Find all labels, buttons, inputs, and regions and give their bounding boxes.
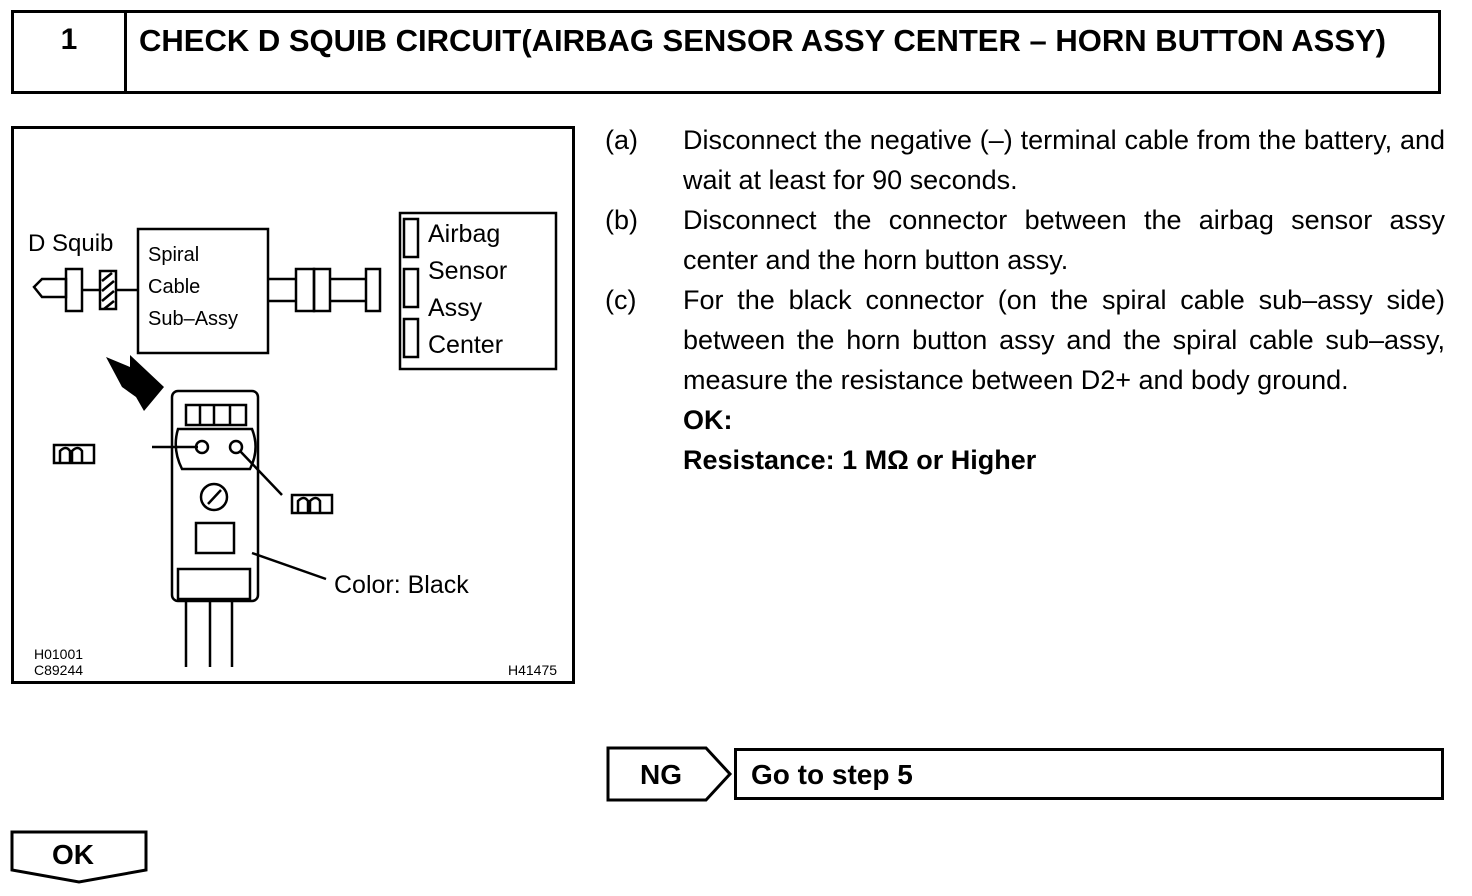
- view-arrow-icon: [106, 355, 164, 411]
- ok-arrow-shape: [10, 830, 148, 884]
- step-number: 1: [14, 13, 127, 91]
- ng-action[interactable]: Go to step 5: [734, 748, 1444, 800]
- step-b-label: (b): [605, 205, 638, 235]
- step-c: (c) For the black connector (on the spir…: [605, 280, 1445, 400]
- step-b-text: Disconnect the connector between the air…: [683, 205, 1445, 275]
- ng-label: NG: [640, 759, 682, 790]
- step-a-text: Disconnect the negative (–) terminal cab…: [683, 125, 1445, 195]
- ref-code-2: C89244: [34, 662, 83, 678]
- ref-code-1: H01001: [34, 646, 83, 662]
- step-title: CHECK D SQUIB CIRCUIT(AIRBAG SENSOR ASSY…: [139, 23, 1386, 58]
- squib-plug-shape: [32, 277, 68, 299]
- airbag-label-1: Airbag: [428, 220, 500, 248]
- airbag-center-box: [398, 211, 558, 371]
- spiral-cable-box: [136, 227, 270, 355]
- step-c-label: (c): [605, 285, 637, 315]
- squib-connector-shape: [64, 267, 84, 313]
- horn-connector-shape: [170, 389, 260, 603]
- spiral-label-3: Sub–Assy: [148, 308, 238, 330]
- step-b: (b) Disconnect the connector between the…: [605, 200, 1445, 280]
- airbag-label-4: Center: [428, 331, 503, 359]
- ng-arrow-shape: [606, 746, 733, 802]
- airbag-label-3: Assy: [428, 294, 483, 322]
- wiring-figure: D Squib Spiral Cable Sub–Assy Airbag Sen…: [11, 126, 575, 684]
- step-a-label: (a): [605, 125, 638, 155]
- spec-resistance: Resistance: 1 MΩ or Higher: [683, 445, 1037, 475]
- tester-probe-right: [290, 493, 334, 515]
- ng-result-tag[interactable]: NG: [606, 746, 734, 807]
- spiral-label-2: Cable: [148, 276, 200, 298]
- color-label: Color: Black: [334, 571, 469, 599]
- airbag-label-2: Sensor: [428, 257, 507, 285]
- spiral-label-1: Spiral: [148, 244, 199, 266]
- spec-ok-label: OK:: [683, 405, 733, 435]
- ref-code-3: H41475: [508, 662, 557, 678]
- procedure-steps: (a) Disconnect the negative (–) terminal…: [605, 120, 1445, 480]
- step-c-text: For the black connector (on the spiral c…: [683, 285, 1445, 395]
- ok-result-tag[interactable]: OK: [10, 830, 150, 891]
- tester-probe-left: [52, 443, 96, 465]
- ok-label: OK: [52, 839, 94, 870]
- figure-drawing: D Squib Spiral Cable Sub–Assy Airbag Sen…: [28, 211, 558, 678]
- d-squib-label: D Squib: [28, 230, 113, 257]
- step-header: 1 CHECK D SQUIB CIRCUIT(AIRBAG SENSOR AS…: [11, 10, 1441, 94]
- step-a: (a) Disconnect the negative (–) terminal…: [605, 120, 1445, 200]
